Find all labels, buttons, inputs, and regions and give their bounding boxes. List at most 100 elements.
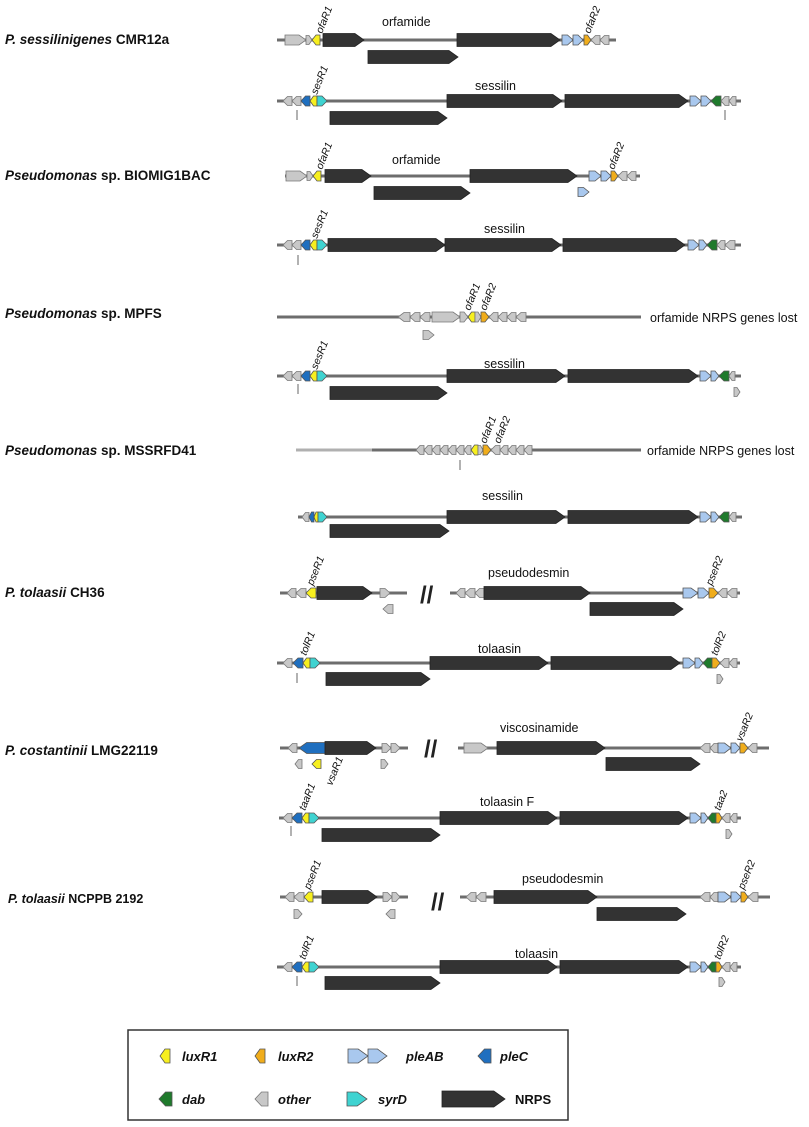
gene-other [590, 35, 601, 45]
gene-other [515, 445, 525, 455]
gene-dab [718, 370, 730, 382]
gene-other [284, 34, 307, 46]
gene-pleAB [698, 239, 708, 251]
gene-NRPS [329, 524, 450, 538]
note-genes-lost: orfamide NRPS genes lost [650, 311, 798, 325]
gene-other [463, 742, 489, 754]
gene-label: tolR1 [298, 630, 318, 657]
gene-luxR1 [301, 812, 310, 824]
gene-NRPS [567, 510, 699, 524]
gene-other [728, 658, 738, 668]
gene-other [728, 96, 737, 106]
gene-NRPS [367, 50, 459, 64]
gene-NRPS [441, 1090, 506, 1108]
gene-pleC [292, 657, 304, 669]
gene-NRPS [493, 890, 598, 904]
gene-other [422, 330, 435, 340]
gene-other [455, 588, 466, 598]
gene-pleAB [710, 370, 720, 382]
gene-label: pseR2 [703, 554, 726, 588]
gene-pleAB [730, 891, 742, 903]
gene-other [419, 312, 431, 322]
gene-other [709, 892, 719, 902]
legend-label-dab: dab [182, 1092, 205, 1107]
gene-label: pseR1 [304, 554, 327, 588]
gene-other [523, 445, 533, 455]
gene-NRPS [446, 510, 566, 524]
gene-other [294, 759, 303, 769]
gene-pleAB [588, 170, 602, 182]
gene-other [293, 892, 305, 902]
gene-pleAB [689, 812, 702, 824]
gene-other [291, 96, 302, 106]
gene-label: ofaR2 [582, 5, 604, 36]
gene-NRPS [483, 586, 591, 600]
gene-syrD [308, 961, 320, 973]
gene-other [306, 171, 314, 181]
gene-luxR1 [309, 239, 318, 251]
gene-pleC [477, 1048, 492, 1064]
gene-other [718, 977, 726, 987]
gene-other [431, 445, 441, 455]
gene-other [490, 445, 501, 455]
gene-label: vsaR2 [734, 711, 756, 743]
gene-pleAB [689, 961, 702, 973]
gene-NRPS [444, 238, 562, 252]
gene-other [721, 813, 731, 823]
gene-pleAB [717, 891, 732, 903]
legend-label-NRPS: NRPS [515, 1092, 551, 1107]
gene-NRPS [329, 386, 448, 400]
gene-other [747, 892, 759, 902]
gene-label: tolR1 [297, 934, 317, 961]
gene-pleAB [730, 742, 741, 754]
gene-pleAB [697, 587, 710, 599]
organism-label-ch36: P. tolaasii CH36 [5, 585, 105, 600]
gene-other [381, 743, 392, 753]
gene-luxR2 [711, 657, 721, 669]
gene-luxR2 [610, 170, 619, 182]
organism-label-lmg22119: P. costantinii LMG22119 [5, 743, 158, 758]
gene-dab [706, 239, 718, 251]
cluster-label: orfamide [382, 15, 431, 29]
gene-other [507, 445, 517, 455]
gene-pleAB [367, 1048, 388, 1064]
gene-other [474, 311, 482, 323]
gene-NRPS [562, 238, 686, 252]
legend-label-other: other [278, 1092, 311, 1107]
cluster-label: sessilin [484, 357, 525, 371]
gene-other [728, 371, 736, 381]
gene-other [477, 445, 484, 455]
gene-other [282, 96, 293, 106]
gene-pleAB [700, 961, 709, 973]
gene-luxR1 [301, 961, 310, 973]
gene-dab [702, 657, 713, 669]
gene-other [474, 588, 485, 598]
gene-other [284, 892, 295, 902]
gene-syrD [308, 812, 320, 824]
gene-other [293, 909, 303, 919]
gene-other [397, 312, 411, 322]
gene-other [415, 445, 425, 455]
gene-pleC [308, 511, 315, 523]
gene-NRPS [496, 741, 606, 755]
gene-label: ofaR2 [606, 141, 628, 172]
gene-pleAB [572, 34, 584, 46]
gene-NRPS [567, 369, 699, 383]
gene-pleC [300, 370, 311, 382]
gene-syrD [309, 657, 321, 669]
gene-other [465, 892, 477, 902]
cluster-label: viscosinamide [500, 721, 579, 735]
gene-other [431, 311, 461, 323]
gene-NRPS [550, 656, 681, 670]
gene-pleAB [699, 370, 712, 382]
organism-label-mssrfd41: Pseudomonas sp. MSSRFD41 [5, 443, 197, 458]
gene-pleAB [347, 1048, 369, 1064]
gene-label: sesR1 [309, 64, 331, 96]
gene-other [719, 658, 730, 668]
gene-other [301, 512, 310, 522]
gene-NRPS [564, 94, 689, 108]
gene-other [385, 909, 396, 919]
legend-label-luxR2: luxR2 [278, 1049, 314, 1064]
gene-other [464, 588, 476, 598]
gene-other [724, 240, 736, 250]
